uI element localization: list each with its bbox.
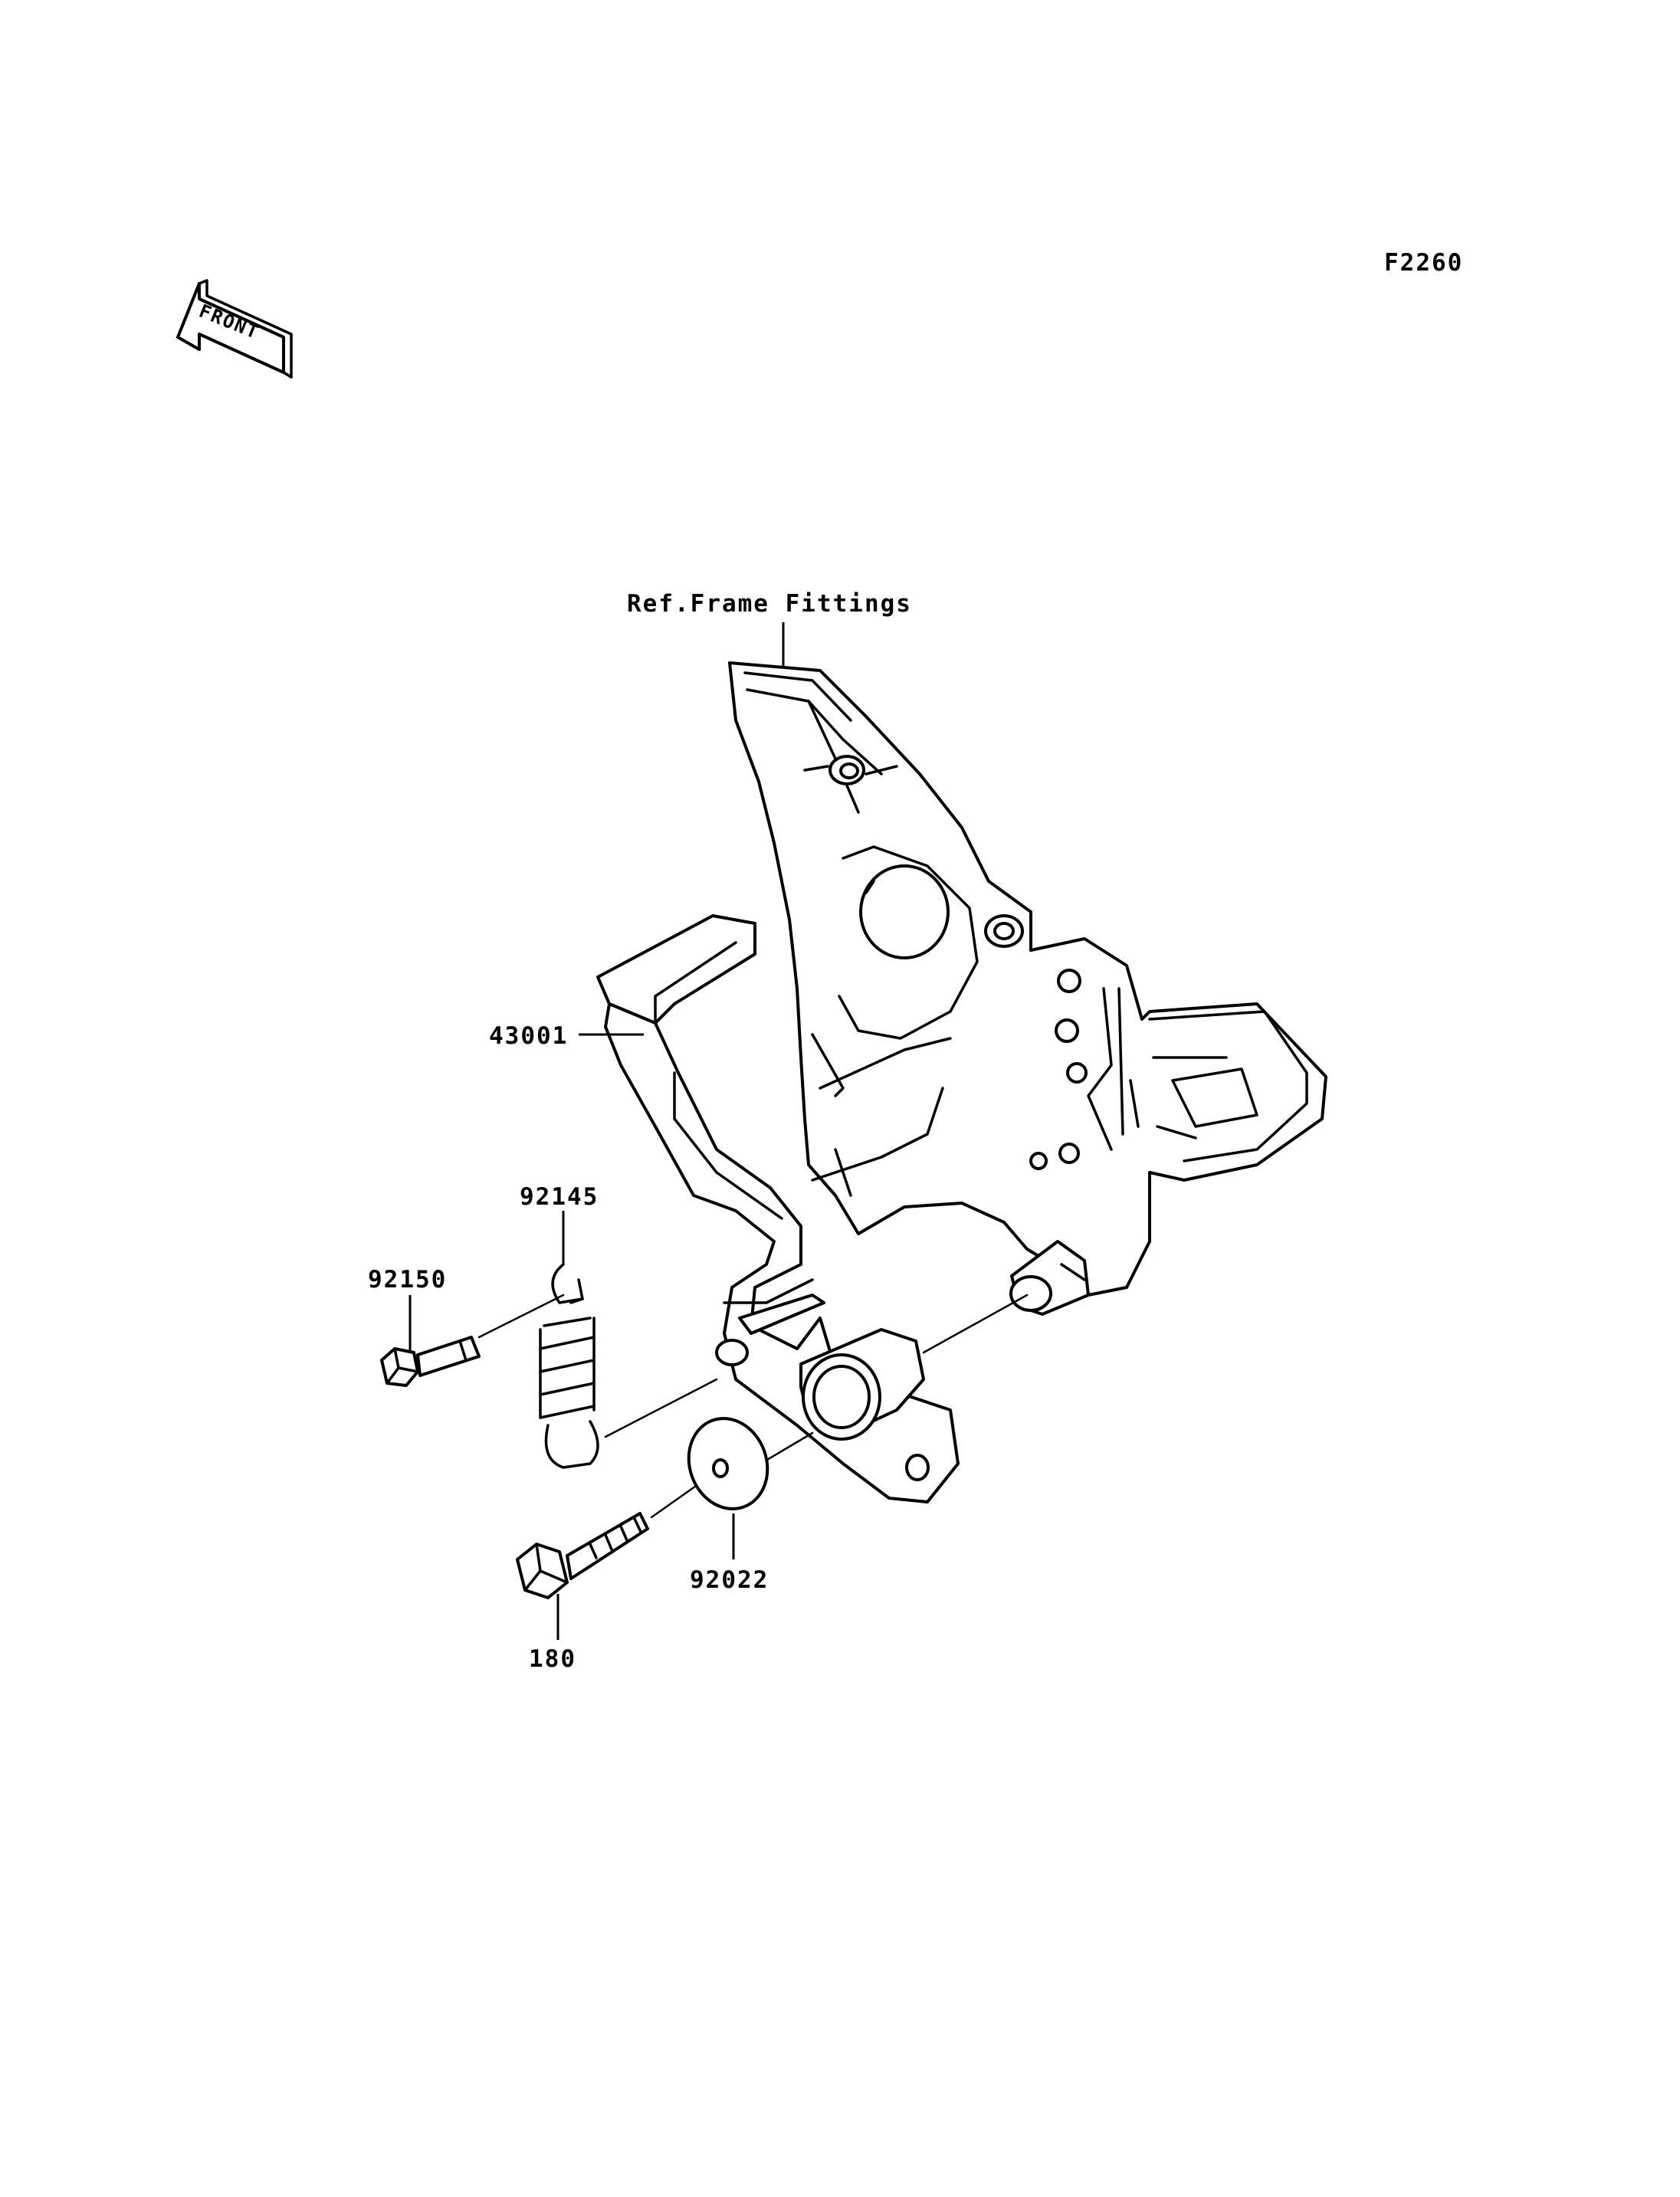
spring-bolt — [380, 1336, 481, 1387]
return-spring — [539, 1263, 599, 1469]
frame-bracket — [728, 661, 1327, 1316]
brake-pedal — [596, 914, 960, 1503]
diagram-code: F2260 — [1384, 249, 1463, 277]
callout-pivot-bolt: 180 — [529, 1645, 576, 1673]
reference-label: Ref.Frame Fittings — [627, 590, 912, 618]
pivot-bolt — [516, 1512, 649, 1599]
callout-spring: 92145 — [520, 1183, 599, 1211]
callout-spring-bolt: 92150 — [368, 1266, 447, 1294]
washer — [687, 1417, 769, 1510]
front-arrow-icon: FRONT — [176, 279, 293, 379]
callout-brake-pedal: 43001 — [489, 1022, 568, 1050]
callout-washer: 92022 — [690, 1566, 769, 1594]
